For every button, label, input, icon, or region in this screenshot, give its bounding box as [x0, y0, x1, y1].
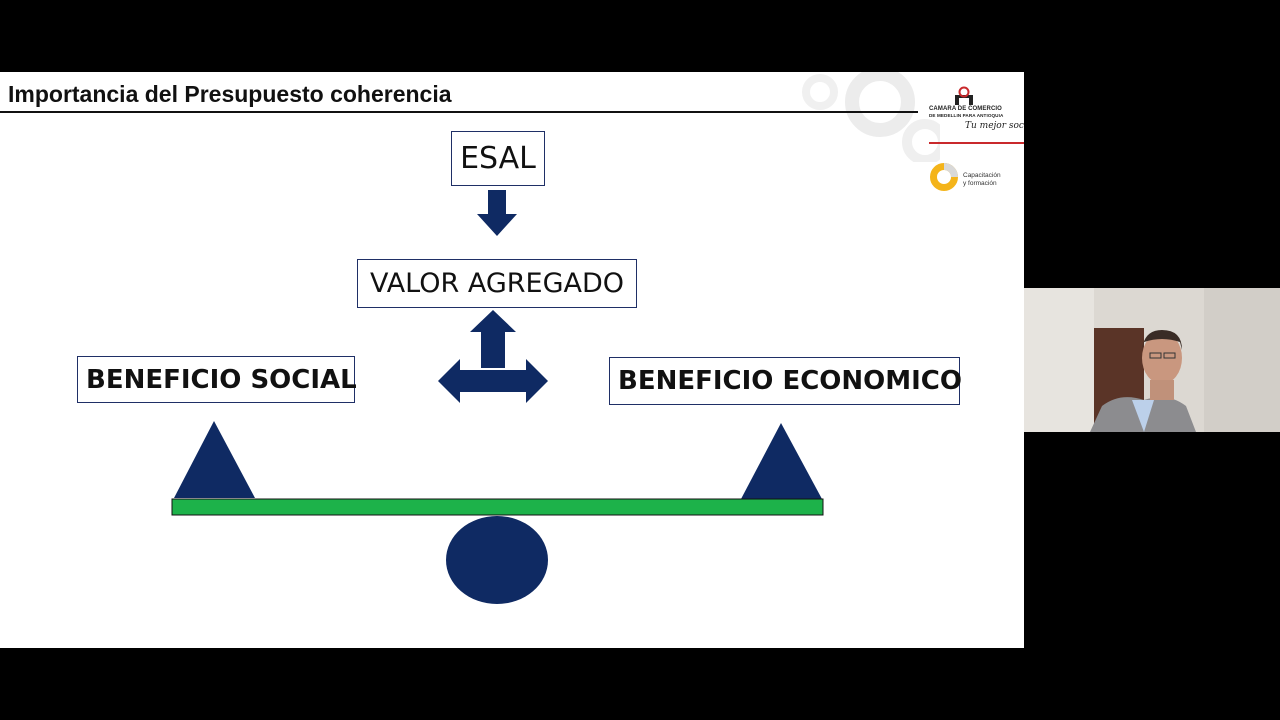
camara-comercio-logo: CAMARA DE COMERCIO DE MEDELLIN PARA ANTI…: [925, 84, 1024, 204]
capacitacion-ring-icon: [930, 163, 958, 191]
valor-agregado-box: VALOR AGREGADO: [357, 259, 637, 308]
beneficio-economico-box: BENEFICIO ECONOMICO: [609, 357, 962, 405]
branch-arrows-icon: [438, 310, 548, 403]
right-triangle-icon: [741, 423, 822, 499]
presenter-video[interactable]: [1024, 288, 1280, 432]
down-arrow-icon: [477, 190, 517, 236]
presentation-slide: Importancia del Presupuesto coherencia C…: [0, 72, 1024, 648]
camara-emblem-icon: [955, 86, 973, 105]
balance-beam: [171, 498, 824, 516]
esal-box: ESAL: [451, 131, 545, 186]
title-divider: [0, 111, 918, 113]
logo-divider: [929, 142, 1024, 144]
presenter-video-frame: [1024, 288, 1280, 432]
left-triangle-icon: [174, 421, 255, 498]
capacitacion-line2: y formación: [963, 180, 997, 187]
slide-title: Importancia del Presupuesto coherencia: [8, 81, 452, 107]
capacitacion-label: Capacitación y formación: [963, 172, 1001, 188]
watermark-graphic: [802, 72, 940, 162]
logo-name-line1: CAMARA DE COMERCIO: [929, 106, 1002, 112]
balance-diagram: [171, 190, 824, 604]
logo-name-line2: DE MEDELLIN PARA ANTIOQUIA: [929, 113, 1004, 118]
beneficio-social-box: BENEFICIO SOCIAL: [77, 356, 357, 403]
logo-tagline: Tu mejor socio: [965, 121, 1024, 131]
capacitacion-line1: Capacitación: [963, 172, 1001, 179]
fulcrum-circle: [446, 516, 548, 604]
